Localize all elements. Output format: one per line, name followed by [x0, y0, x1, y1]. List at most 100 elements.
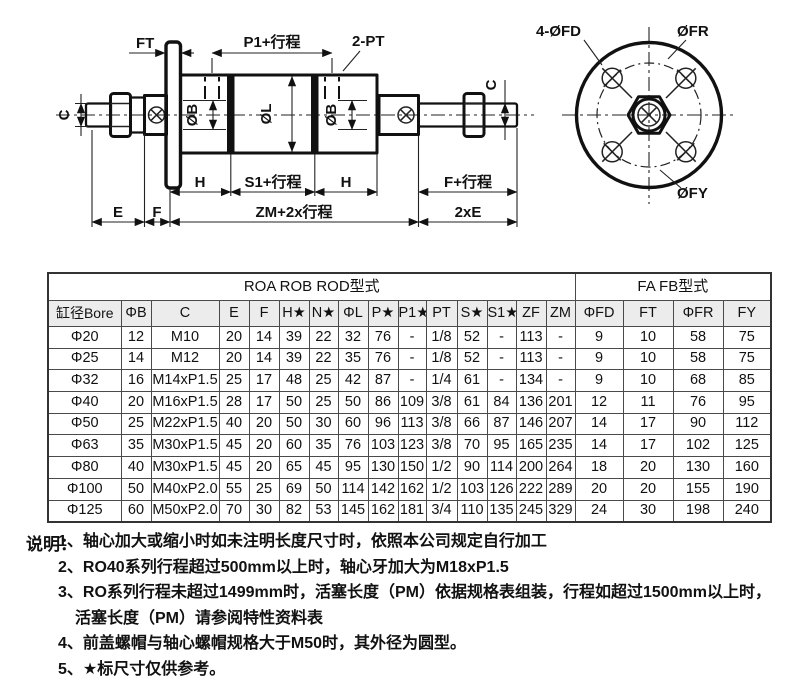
- table-cell: -: [545, 369, 576, 393]
- table-cell: 39: [278, 326, 310, 349]
- row-header-cell: Φ40: [47, 391, 122, 414]
- table-cell: 42: [337, 369, 369, 393]
- table-cell: 113: [515, 347, 547, 371]
- radial-lines: [601, 67, 697, 163]
- port-left: [204, 77, 220, 99]
- table-cell: 1/4: [425, 369, 458, 393]
- table-cell: 20: [248, 456, 280, 479]
- table-cell: 20: [120, 391, 152, 414]
- table-cell: 11: [622, 391, 674, 414]
- table-cell: 50: [308, 477, 339, 501]
- dim-label-h-right: H: [341, 174, 352, 191]
- table-cell: M12: [150, 347, 220, 371]
- table-cell: 35: [308, 434, 339, 458]
- table-cell: 52: [456, 326, 488, 349]
- table-cell: 52: [456, 347, 488, 371]
- table-cell: -: [397, 347, 427, 371]
- bolt-hole: [675, 141, 697, 163]
- table-cell: 3/8: [425, 412, 458, 436]
- table-cell: 86: [367, 391, 399, 414]
- table-column-header: N★: [308, 300, 339, 327]
- row-header-cell: Φ32: [47, 369, 122, 393]
- table-cell: 32: [337, 326, 369, 349]
- table-cell: 50: [120, 477, 152, 501]
- bolt-circle: [596, 62, 702, 168]
- tube-wall-left: [227, 75, 235, 153]
- dim-2pt-leader: [342, 50, 361, 72]
- table-cell: 35: [337, 347, 369, 371]
- table-cell: 162: [397, 477, 427, 501]
- table-cell: -: [486, 347, 517, 371]
- table-cell: 55: [218, 477, 250, 501]
- table-cell: 25: [308, 369, 339, 393]
- table-cell: 20: [218, 347, 250, 371]
- dim-label-2pt: 2-PT: [352, 33, 385, 50]
- dim-label-4fd: 4-ØFD: [536, 23, 581, 40]
- table-cell: 110: [456, 499, 488, 523]
- table-cell: 162: [367, 499, 399, 523]
- table-column-header: S1★: [486, 300, 517, 327]
- table-cell: 39: [278, 347, 310, 371]
- table-cell: 9: [574, 326, 624, 349]
- table-cell: 16: [120, 369, 152, 393]
- table-cell: -: [486, 369, 517, 393]
- table-cell: 40: [120, 456, 152, 479]
- table-cell: 14: [574, 412, 624, 436]
- table-cell: 30: [248, 499, 280, 523]
- dim-p1-ext: [211, 58, 333, 73]
- table-cell: M30xP1.5: [150, 456, 220, 479]
- table-cell: M50xP2.0: [150, 499, 220, 523]
- dim-db-left-ticks: [183, 99, 226, 131]
- table-cell: 109: [397, 391, 427, 414]
- table-cell: 130: [672, 456, 724, 479]
- table-cell: 70: [218, 499, 250, 523]
- table-cell: 50: [278, 412, 310, 436]
- leader-4fd: [583, 39, 603, 66]
- table-cell: 50: [337, 391, 369, 414]
- table-cell: 1/2: [425, 456, 458, 479]
- table-column-header: S★: [456, 300, 488, 327]
- table-cell: 150: [397, 456, 427, 479]
- table-cell: 10: [622, 326, 674, 349]
- table-column-header: ZM: [545, 300, 576, 327]
- table-cell: 25: [248, 477, 280, 501]
- table-cell: 35: [120, 434, 152, 458]
- table-cell: 200: [515, 456, 547, 479]
- table-column-header: FT: [622, 300, 674, 327]
- table-cell: 198: [672, 499, 724, 523]
- table-cell: 3/4: [425, 499, 458, 523]
- center-hex-nut: [626, 95, 672, 135]
- table-cell: 60: [278, 434, 310, 458]
- table-cell: 123: [397, 434, 427, 458]
- rod-nut-left-facets: [110, 102, 131, 128]
- pin-hole-right: [397, 106, 415, 124]
- table-cell: 84: [486, 391, 517, 414]
- table-cell: 190: [722, 477, 772, 501]
- rod-end-circle-outer: [631, 97, 667, 133]
- table-cell: -: [545, 326, 576, 349]
- table-cell: 14: [248, 326, 280, 349]
- table-column-header: ΦFR: [672, 300, 724, 327]
- dim-label-fy: ØFY: [677, 185, 708, 202]
- table-cell: 95: [486, 434, 517, 458]
- table-column-header: FY: [722, 300, 772, 327]
- note-item: 4、前盖螺帽与轴心螺帽规格大于M50时，其外径为圆型。: [58, 635, 467, 652]
- table-cell: -: [545, 347, 576, 371]
- table-cell: 60: [120, 499, 152, 523]
- table-cell: -: [397, 369, 427, 393]
- table-cell: 82: [278, 499, 310, 523]
- leader-fy: [659, 169, 682, 189]
- dim-label-dl: ØL: [258, 104, 275, 125]
- table-cell: 264: [545, 456, 576, 479]
- table-group-header: FA FB型式: [574, 272, 772, 301]
- table-cell: 20: [218, 326, 250, 349]
- row-header-cell: Φ63: [47, 434, 122, 458]
- table-cell: 165: [515, 434, 547, 458]
- technical-drawing: FT P1+行程 2-PT C ØB ØL ØB C H S1+行程 H: [56, 23, 736, 227]
- table-cell: 10: [622, 369, 674, 393]
- table-column-header: ΦFD: [574, 300, 624, 327]
- table-cell: 25: [120, 412, 152, 436]
- row-header-cell: Φ25: [47, 347, 122, 371]
